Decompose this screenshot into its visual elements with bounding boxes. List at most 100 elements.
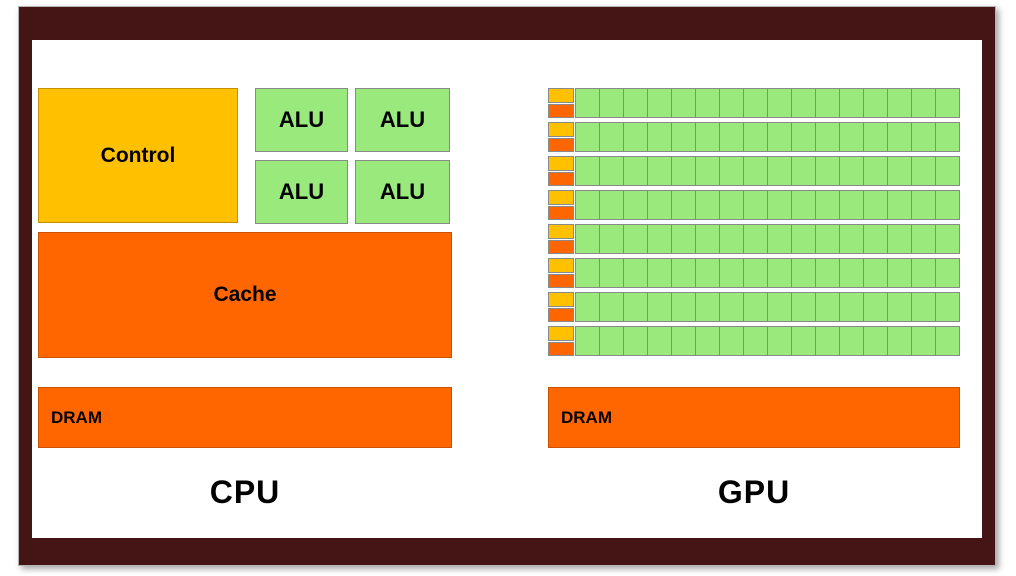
gpu-alu-cell [671, 224, 696, 254]
gpu-alu-cell [695, 122, 720, 152]
cpu-alu-box: ALU [355, 88, 450, 152]
gpu-row-control-cache [548, 156, 574, 186]
gpu-alu-cell [647, 326, 672, 356]
gpu-alu-cell [815, 258, 840, 288]
gpu-alu-cell [839, 190, 864, 220]
gpu-alu-cell [887, 88, 912, 118]
gpu-row-control-cache [548, 88, 574, 118]
gpu-alu-cell [695, 224, 720, 254]
gpu-alu-cell [671, 326, 696, 356]
gpu-alu-cell [599, 88, 624, 118]
gpu-row-control-cache [548, 190, 574, 220]
gpu-alu-cell [935, 326, 960, 356]
gpu-alu-cell [911, 156, 936, 186]
gpu-alu-cell [623, 190, 648, 220]
gpu-alu-cell [767, 224, 792, 254]
gpu-alu-cell [719, 88, 744, 118]
gpu-alu-cell [815, 156, 840, 186]
gpu-alu-cell [887, 258, 912, 288]
gpu-alu-cell [719, 224, 744, 254]
gpu-alu-cell [695, 258, 720, 288]
gpu-alu-cell [911, 258, 936, 288]
gpu-alu-cell [743, 190, 768, 220]
gpu-alu-cell [647, 190, 672, 220]
gpu-control-cell [548, 122, 574, 137]
gpu-cache-cell [548, 205, 574, 220]
cpu-alu-box: ALU [255, 160, 348, 224]
gpu-row-control-cache [548, 326, 574, 356]
gpu-alu-cell [791, 88, 816, 118]
gpu-row [548, 292, 960, 322]
gpu-control-cell [548, 156, 574, 171]
gpu-alu-cell [575, 292, 600, 322]
gpu-alu-cell [719, 292, 744, 322]
gpu-control-cell [548, 258, 574, 273]
gpu-alu-cell [623, 292, 648, 322]
gpu-row-control-cache [548, 224, 574, 254]
gpu-cache-cell [548, 103, 574, 118]
gpu-cache-cell [548, 137, 574, 152]
gpu-control-cell [548, 292, 574, 307]
gpu-cache-cell [548, 239, 574, 254]
cpu-alu-box: ALU [255, 88, 348, 152]
gpu-control-cell [548, 88, 574, 103]
gpu-alu-cell [935, 88, 960, 118]
gpu-alu-cell [647, 88, 672, 118]
gpu-alu-cell [647, 156, 672, 186]
gpu-alu-cell [791, 122, 816, 152]
gpu-cache-cell [548, 273, 574, 288]
cpu-dram-box: DRAM [38, 387, 452, 448]
cpu-control-box: Control [38, 88, 238, 223]
gpu-alu-cell [647, 224, 672, 254]
gpu-alu-cell [695, 190, 720, 220]
gpu-alu-cell [575, 190, 600, 220]
gpu-alu-cell [863, 224, 888, 254]
gpu-row [548, 156, 960, 186]
gpu-alu-cell [791, 292, 816, 322]
gpu-alu-cell [695, 156, 720, 186]
gpu-cache-cell [548, 171, 574, 186]
gpu-alu-cell [671, 292, 696, 322]
gpu-alu-cell [719, 258, 744, 288]
gpu-alu-cell [839, 326, 864, 356]
gpu-alu-cell [815, 122, 840, 152]
gpu-alu-cell [575, 156, 600, 186]
gpu-control-cell [548, 224, 574, 239]
gpu-row-control-cache [548, 122, 574, 152]
gpu-alu-cell [815, 224, 840, 254]
gpu-row-control-cache [548, 258, 574, 288]
gpu-label: GPU [717, 474, 791, 510]
cpu-label: CPU [209, 474, 281, 510]
gpu-alu-cell [719, 190, 744, 220]
gpu-alu-cell [599, 190, 624, 220]
gpu-control-cell [548, 326, 574, 341]
gpu-alu-cell [743, 258, 768, 288]
gpu-alu-cell [887, 122, 912, 152]
gpu-alu-cell [647, 258, 672, 288]
gpu-alu-cell [887, 326, 912, 356]
gpu-alu-cell [767, 190, 792, 220]
gpu-alu-cell [887, 156, 912, 186]
gpu-alu-cell [743, 88, 768, 118]
gpu-alu-cell [887, 292, 912, 322]
gpu-alu-cell [767, 88, 792, 118]
gpu-alu-cell [911, 190, 936, 220]
gpu-alu-cell [671, 258, 696, 288]
gpu-alu-cell [839, 224, 864, 254]
gpu-alu-cell [911, 122, 936, 152]
gpu-alu-cell [599, 224, 624, 254]
gpu-row [548, 326, 960, 356]
gpu-alu-cell [599, 122, 624, 152]
gpu-alu-cell [887, 190, 912, 220]
gpu-alu-cell [935, 224, 960, 254]
gpu-alu-cell [839, 122, 864, 152]
gpu-alu-cell [743, 224, 768, 254]
gpu-alu-cell [599, 156, 624, 186]
gpu-alu-cell [791, 258, 816, 288]
gpu-alu-cell [935, 258, 960, 288]
gpu-alu-cell [671, 88, 696, 118]
gpu-alu-cell [935, 156, 960, 186]
gpu-control-cell [548, 190, 574, 205]
gpu-alu-cell [623, 122, 648, 152]
gpu-alu-cell [695, 292, 720, 322]
